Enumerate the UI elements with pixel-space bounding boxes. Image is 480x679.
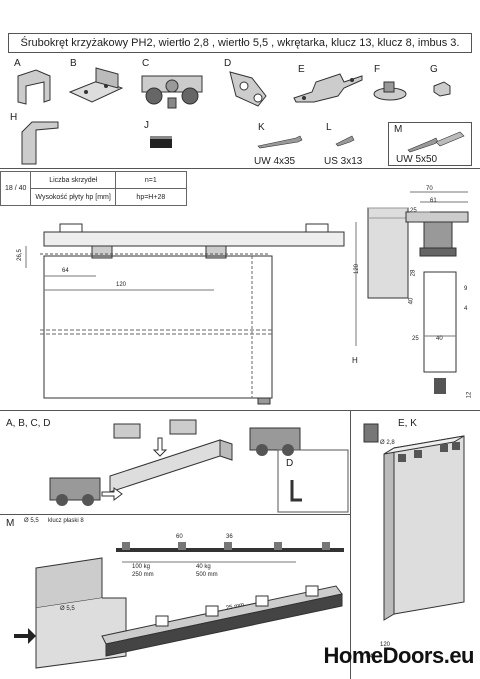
part-b-bracket-icon bbox=[68, 67, 124, 103]
span-250mm: 250 mm bbox=[132, 572, 154, 578]
step2-title: E, K bbox=[398, 418, 417, 429]
dim-front-120: 120 bbox=[116, 282, 127, 288]
load-40kg: 40 kg bbox=[196, 564, 211, 570]
dim-side-9: 9 bbox=[464, 286, 468, 292]
part-j-brush-icon bbox=[150, 136, 172, 148]
screw-k-icon bbox=[257, 135, 303, 149]
part-label-c: C bbox=[142, 58, 150, 69]
step2-panel-drawing bbox=[363, 423, 465, 621]
dim-60: 60 bbox=[176, 534, 183, 540]
dim-36: 36 bbox=[226, 534, 233, 540]
dim-bottom-64: 64 bbox=[366, 654, 373, 660]
part-label-j: J bbox=[144, 120, 149, 131]
dim-side-70: 70 bbox=[426, 186, 433, 192]
part-label-l: L bbox=[326, 122, 332, 133]
m-caption: UW 5x50 bbox=[396, 154, 438, 165]
part-d-plate-icon bbox=[229, 71, 267, 107]
part-m-box bbox=[388, 122, 472, 166]
step3-title: M bbox=[6, 518, 15, 529]
dim-side-12: 12 bbox=[466, 391, 473, 399]
spec-row2-value: hp=H+28 bbox=[114, 188, 187, 206]
part-c-trolley-icon bbox=[141, 75, 203, 109]
part-label-f: F bbox=[374, 64, 381, 75]
k-caption: UW 4x35 bbox=[254, 156, 296, 167]
spec-row2-label: Wysokość płyty hp [mm] bbox=[30, 188, 116, 206]
spec-row1-value: n=1 bbox=[114, 171, 187, 189]
tools-list: Śrubokręt krzyżakowy PH2, wiertło 2,8 , … bbox=[8, 33, 472, 53]
screw-m-dowel-icon bbox=[407, 131, 465, 153]
dim-side-28: 28 bbox=[410, 269, 417, 277]
part-label-h: H bbox=[10, 112, 18, 123]
dim-side-40b: 40 bbox=[436, 336, 443, 342]
screw-l-icon bbox=[335, 135, 355, 147]
part-label-a: A bbox=[14, 58, 21, 69]
dim-front-64: 64 bbox=[62, 268, 69, 274]
step2-drill: Ø 2,8 bbox=[380, 440, 395, 446]
dim-side-h: H bbox=[352, 356, 358, 365]
spec-table: 18 / 40 Liczba skrzydeł n=1 Wysokość pły… bbox=[0, 171, 187, 206]
step1-rail-assembly-drawing bbox=[49, 419, 349, 513]
dim-side-120: 120 bbox=[354, 263, 361, 275]
load-100kg: 100 kg bbox=[132, 564, 151, 570]
part-label-g: G bbox=[430, 64, 438, 75]
spec-thickness: 18 / 40 bbox=[0, 171, 32, 206]
step3-drill: Ø 5,5 bbox=[24, 518, 39, 524]
section-divider bbox=[0, 168, 480, 169]
part-e-guide-icon bbox=[293, 73, 363, 103]
dim-side-25b: 25 bbox=[412, 336, 419, 342]
step1-d-label: D bbox=[286, 458, 294, 469]
span-500mm: 500 mm bbox=[196, 572, 218, 578]
side-section-drawing bbox=[355, 191, 469, 394]
step3-wrench: klucz płaski 8 bbox=[48, 518, 84, 524]
dim-side-25: 25 bbox=[410, 208, 417, 214]
part-f-stopper-icon bbox=[373, 81, 407, 101]
step3-track-drawing bbox=[14, 542, 344, 669]
part-label-m: M bbox=[394, 124, 403, 135]
part-g-cap-icon bbox=[433, 81, 451, 97]
part-label-d: D bbox=[224, 58, 232, 69]
dim-front-26: 26,5 bbox=[16, 249, 23, 261]
step3-drill-inner: Ø 5,5 bbox=[60, 606, 75, 612]
spec-row1-label: Liczba skrzydeł bbox=[30, 171, 116, 189]
front-elevation-drawing bbox=[25, 223, 345, 405]
l-caption: US 3x13 bbox=[324, 156, 363, 167]
brand-logo: HomeDoors.eu bbox=[323, 643, 475, 668]
dim-bottom-120: 120 bbox=[380, 642, 391, 648]
part-a-profile-icon bbox=[17, 69, 51, 105]
lower-vertical-divider bbox=[350, 410, 351, 679]
part-label-k: K bbox=[258, 122, 265, 133]
part-label-e: E bbox=[298, 64, 305, 75]
dim-side-61: 61 bbox=[430, 198, 437, 204]
lower-divider bbox=[0, 410, 480, 411]
step1-title: A, B, C, D bbox=[6, 418, 51, 429]
dim-side-4: 4 bbox=[464, 306, 468, 312]
part-label-b: B bbox=[70, 58, 77, 69]
step-divider bbox=[0, 514, 350, 515]
dim-side-40: 40 bbox=[408, 297, 415, 305]
part-h-endcap-icon bbox=[21, 121, 59, 165]
